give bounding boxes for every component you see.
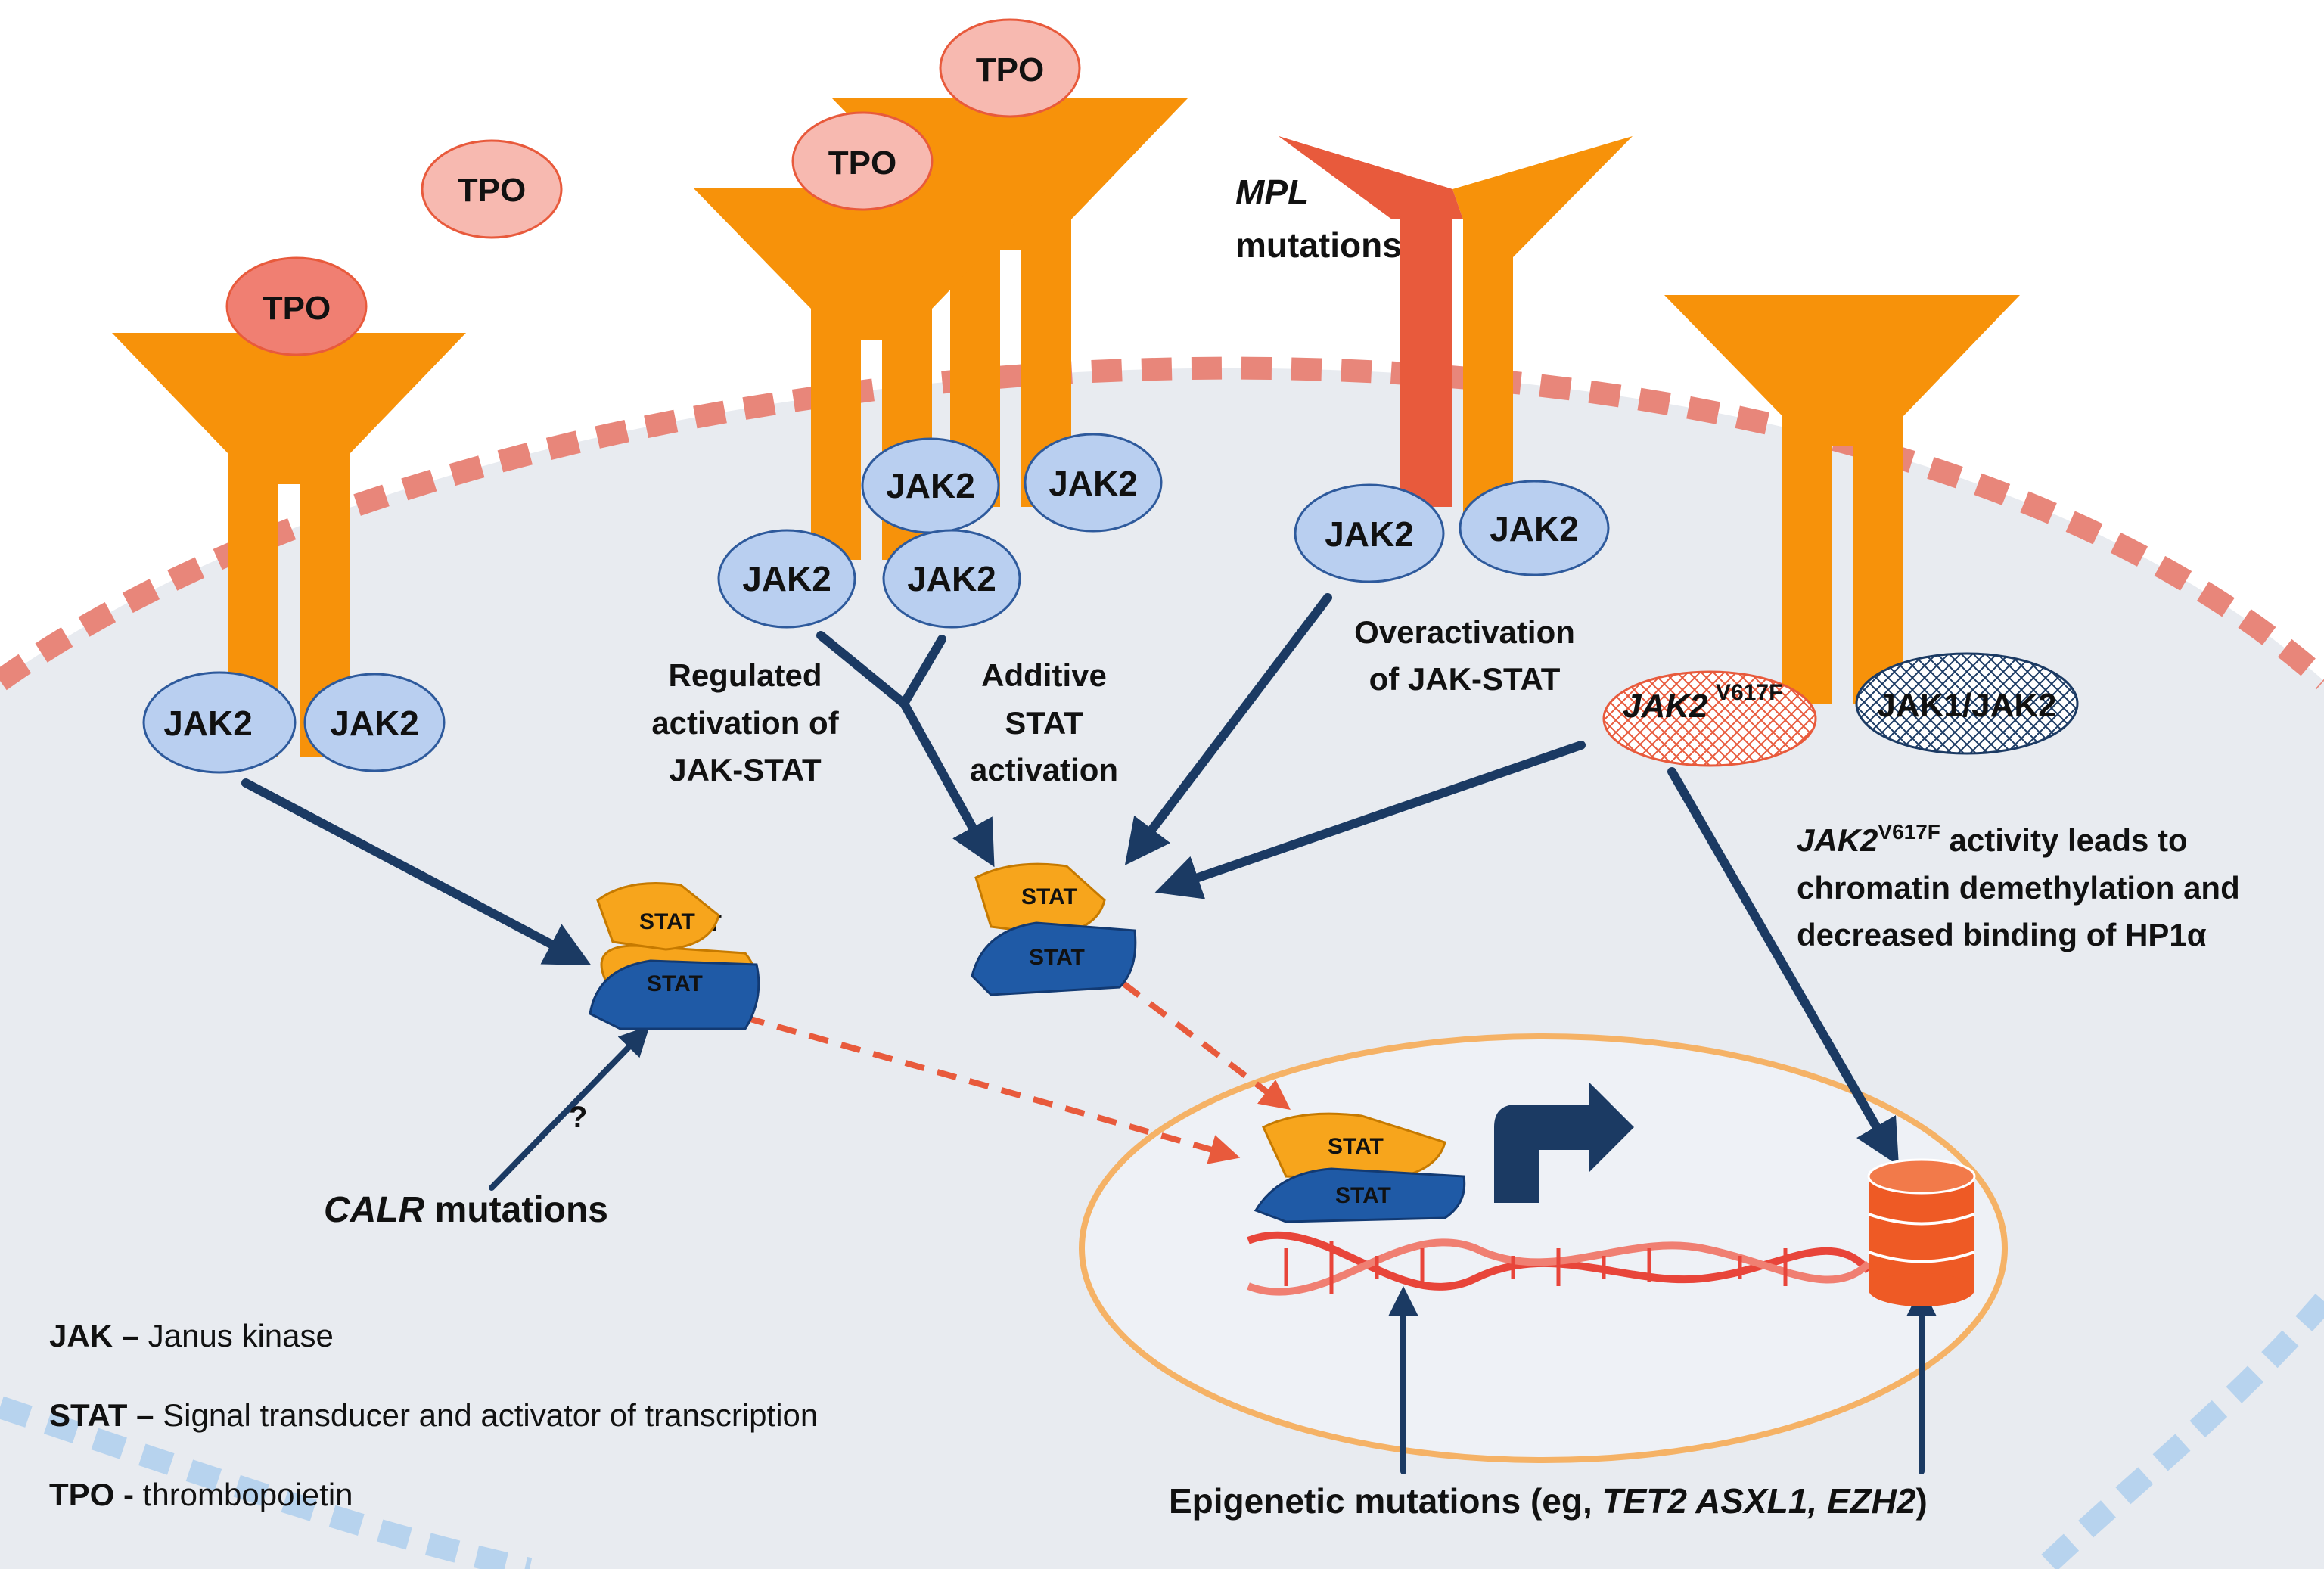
nucleus [1079,1033,2008,1463]
jak2v617f-kinase: JAK2 V617F [1602,670,1817,767]
svg-text:JAK2V617F activity leads to: JAK2V617F activity leads to [1797,820,2188,858]
svg-text:STAT: STAT [639,909,695,934]
svg-text:JAK2: JAK2 [1325,514,1414,554]
svg-text:STAT: STAT [1328,1134,1384,1159]
svg-text:TPO: TPO [976,51,1044,89]
jak1-jak2-kinase: JAK1/JAK2 [1855,652,2079,755]
svg-text:JAK2: JAK2 [742,559,831,598]
tpo-bound-2: TPO [939,18,1081,118]
svg-text:TPO - thrombopoietin: TPO - thrombopoietin [49,1477,353,1512]
jak2-mpl-left: JAK2 [1294,483,1445,583]
receptor-mpl-mutant [1279,136,1633,545]
svg-text:mutations: mutations [1235,225,1402,265]
svg-text:JAK2: JAK2 [886,466,975,505]
jak2-dimer-back-left: JAK2 [861,437,1000,534]
cell-membrane-inner-right [2034,1294,2324,1569]
svg-text:V617F: V617F [1716,680,1782,705]
transcription-arrow-icon [1494,1082,1634,1203]
jak2-r1-right: JAK2 [303,673,446,772]
svg-text:TPO: TPO [263,290,331,327]
signal-arrows [241,593,1937,1474]
stat-complex-2: STAT STAT [971,862,1137,996]
svg-text:activation of: activation of [651,705,839,741]
svg-text:STAT: STAT [1021,884,1077,909]
stat-complex-1: STAT STAT STAT [589,882,760,1030]
svg-text:JAK2: JAK2 [1490,509,1579,548]
svg-text:activation: activation [970,752,1118,788]
svg-text:JAK2: JAK2 [163,704,253,743]
svg-text:decreased binding of HP1α: decreased binding of HP1α [1797,917,2207,952]
svg-text:of JAK-STAT: of JAK-STAT [1369,661,1561,697]
translocation-arrows [744,980,1291,1164]
svg-text:JAK – Janus kinase: JAK – Janus kinase [49,1318,334,1353]
svg-text:Overactivation: Overactivation [1354,614,1575,650]
cell-membrane-inner [0,1396,533,1569]
calr-mutations-label: CALR mutations [324,1190,608,1230]
additive-stat-label: Additive STAT activation [970,657,1118,788]
mpl-mutations-label: MPL mutations [1235,172,1402,265]
overactivation-label: Overactivation of JAK-STAT [1354,614,1575,697]
chromatin-cylinder-icon [1867,1158,1976,1306]
cell-membrane [0,356,2324,691]
question-mark: ? [569,1101,587,1134]
svg-text:Regulated: Regulated [668,657,822,693]
dna-icon [1247,1231,1872,1296]
svg-text:chromatin demethylation and: chromatin demethylation and [1797,870,2240,906]
receptor-dimer-front [693,188,1049,560]
svg-text:STAT: STAT [1005,705,1083,741]
svg-text:JAK2: JAK2 [1049,464,1138,503]
tpo-bound-1: TPO [225,256,368,356]
svg-text:STAT: STAT [1335,1183,1391,1208]
svg-text:JAK2: JAK2 [907,559,996,598]
svg-text:TPO: TPO [458,172,526,209]
svg-text:TPO: TPO [828,144,896,182]
svg-text:JAK1/JAK2: JAK1/JAK2 [1877,687,2056,724]
svg-text:MPL: MPL [1235,172,1309,212]
epigenetic-mutations-label: Epigenetic mutations (eg, TET2 ASXL1, EZ… [1169,1481,1928,1521]
svg-text:STAT: STAT [1029,945,1085,970]
svg-text:JAK2: JAK2 [330,704,419,743]
svg-text:STAT – Signal transducer and a: STAT – Signal transducer and activator o… [49,1397,818,1433]
receptor-jak2v617f [1664,295,2020,704]
jak2-r1-left: JAK2 [142,671,297,774]
legend: JAK – Janus kinase STAT – Signal transdu… [49,1318,818,1512]
svg-text:STAT: STAT [647,971,703,996]
jak2-dimer-front-right: JAK2 [882,529,1021,629]
receptor-dimer-back [832,98,1188,507]
jak2-dimer-back-right: JAK2 [1024,433,1163,533]
tpo-bound-3: TPO [791,111,934,211]
jak2-dimer-front-left: JAK2 [717,529,856,629]
svg-text:JAK-STAT: JAK-STAT [669,752,822,788]
regulated-activation-label: Regulated activation of JAK-STAT [651,657,839,788]
stat-complex-nuclear: STAT STAT [1254,1112,1466,1223]
jak2-mpl-right: JAK2 [1459,480,1610,576]
svg-text:JAK2: JAK2 [1623,688,1708,725]
chromatin-annotation: JAK2V617F activity leads to chromatin de… [1797,820,2240,952]
svg-text:Additive: Additive [981,657,1107,693]
tpo-free: TPO [421,139,563,239]
